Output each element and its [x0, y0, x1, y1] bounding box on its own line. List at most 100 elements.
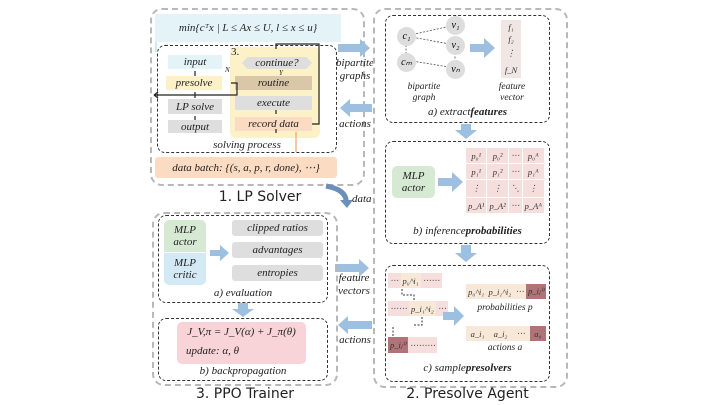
- probs-cell: p₀^i₁: [468, 286, 485, 297]
- step-output: output: [168, 120, 222, 133]
- data-batch: data batch: {(s, a, p, r, done), ⋯}: [155, 157, 337, 178]
- matrix-cell: p₀¹: [466, 148, 488, 164]
- loss-equation: J_V,π = J_V(α) + J_π(θ): [187, 326, 296, 338]
- matrix-cell: p₁ᴬ: [522, 164, 545, 180]
- sample-cell: ⋯: [390, 275, 399, 285]
- sample-row-2: ⋯⋯p_i₁^i₂⋯: [388, 301, 449, 316]
- label-bipartite-graphs: bipartite graphs: [336, 57, 374, 82]
- matrix-cell: p₀²: [487, 148, 509, 164]
- matrix-cell: ⋯: [508, 198, 523, 214]
- backprop-caption: b) backpropagation: [199, 365, 287, 377]
- ppo-mlp-actor: MLP actor: [164, 220, 206, 252]
- matrix-cell: ⋮: [522, 180, 545, 198]
- caption-bold: presolvers: [465, 362, 512, 374]
- sample-row-3: p_iⱼ⁰⋯⋯⋯: [388, 337, 438, 353]
- sample-presolvers-box: [385, 265, 550, 382]
- sample-cell: ⋯: [437, 303, 447, 313]
- presolve-agent-title: 2. Presolve Agent: [406, 386, 529, 402]
- matrix-cell: p_Aᴬ: [522, 198, 545, 214]
- step-presolve: presolve: [166, 76, 222, 90]
- ppo-mlp-critic: MLP critic: [164, 253, 206, 285]
- matrix-cell: ⋮: [487, 180, 509, 198]
- matrix-cell: ⋮: [466, 180, 488, 198]
- feature-fN: f_N: [504, 65, 518, 75]
- metric-advantages: advantages: [232, 242, 323, 258]
- caption-bold: features: [470, 106, 508, 118]
- feature-vector-label: feature vector: [498, 82, 526, 103]
- arrow-eval-backprop: [232, 303, 254, 317]
- node-c1: c₁: [397, 27, 416, 46]
- lp-flow-arrows: [153, 42, 320, 152]
- feature-dots: ⋮: [506, 47, 516, 58]
- loop-routine: routine: [235, 76, 312, 90]
- actions-cell: a_i₂: [493, 328, 508, 339]
- loop-number: 3.: [231, 46, 240, 58]
- probs-cell: p_i₁^i₂: [488, 286, 512, 297]
- matrix-cell: p₁¹: [466, 164, 488, 180]
- arrow-to-metrics: [210, 245, 229, 261]
- no-label: N: [225, 66, 230, 74]
- sample-cell: p_i₁^i₂: [409, 301, 436, 316]
- probabilities-label: probabilities p: [477, 303, 533, 313]
- continue-decision: continue?: [242, 57, 312, 69]
- update-params: update: α, θ: [186, 345, 240, 357]
- matrix-cell: p₀ᴬ: [522, 148, 545, 164]
- sampling-path: [392, 289, 423, 336]
- inference-caption: b) inference probabilities: [385, 225, 550, 237]
- arrow-feature-right: [335, 259, 369, 277]
- presolve-agent-panel: [373, 8, 568, 388]
- sample-cell: ⋯⋯: [390, 303, 407, 313]
- backprop-box: [158, 318, 328, 381]
- sample-row-1: ⋯p₀^i₁⋯⋯: [388, 273, 442, 288]
- feature-f2: f₂: [508, 34, 514, 44]
- caption-prefix: b) inference: [413, 225, 466, 237]
- solving-process-label: solving process: [213, 139, 281, 151]
- evaluation-box: [158, 215, 328, 303]
- matrix-cell: ⋯: [508, 148, 523, 164]
- label-actions-bottom: actions: [339, 334, 371, 346]
- label-feature-vectors: feature vectors: [338, 272, 370, 297]
- yes-label: Y: [279, 69, 283, 77]
- extract-features-box: [385, 15, 550, 123]
- matrix-cell: p₁²: [487, 164, 509, 180]
- node-vn: vₙ: [446, 60, 465, 79]
- node-cm: cₘ: [397, 53, 416, 72]
- sample-caption: c) sample presolvers: [385, 362, 550, 374]
- node-v1: v₁: [446, 16, 465, 35]
- arrow-to-probs: [443, 306, 464, 326]
- probs-cell: p_iⱼ⁰: [526, 284, 546, 299]
- caption-prefix: c) sample: [423, 362, 466, 374]
- arrow-actions-bottom-left: [338, 316, 372, 334]
- matrix-cell: ⋱: [508, 180, 523, 198]
- arrow-actions-left: [340, 99, 372, 117]
- probs-cell: ⋯: [515, 286, 524, 296]
- feature-f1: f₁: [508, 22, 514, 32]
- matrix-cell: p_A²: [487, 198, 509, 214]
- sample-cell: ⋯⋯: [422, 275, 440, 285]
- loss-box: [177, 322, 306, 364]
- lp-formula: min{cᵀx | L ≤ Ax ≤ U, l ≤ x ≤ u}: [155, 14, 341, 42]
- ppo-trainer-panel: [152, 212, 338, 386]
- metric-clipped-ratios: clipped ratios: [232, 220, 323, 236]
- formula-text: min{cᵀx | L ≤ Ax ≤ U, l ≤ x ≤ u}: [178, 22, 318, 34]
- arrow-down-b-c: [455, 245, 477, 262]
- actions-cell: a₀: [529, 326, 546, 341]
- bipartite-graph-label: bipartite graph: [407, 82, 441, 103]
- arrow-down-a-b: [455, 124, 477, 139]
- matrix-cell: ⋯: [508, 164, 523, 180]
- arrow-to-matrix: [438, 172, 463, 192]
- ppo-trainer-title: 3. PPO Trainer: [195, 386, 295, 402]
- lp-solver-panel: [150, 8, 365, 186]
- label-data: data: [352, 193, 372, 205]
- caption-prefix: a) extract: [427, 106, 471, 118]
- caption-bold: probabilities: [465, 225, 522, 237]
- agent-mlp-actor: MLP actor: [392, 166, 435, 198]
- arrow-to-feature-vector: [470, 38, 495, 58]
- actions-cell: a_i₁: [470, 328, 485, 339]
- solving-process-box: [157, 45, 337, 153]
- inference-box: [385, 141, 550, 244]
- actions-label: actions a: [487, 343, 523, 353]
